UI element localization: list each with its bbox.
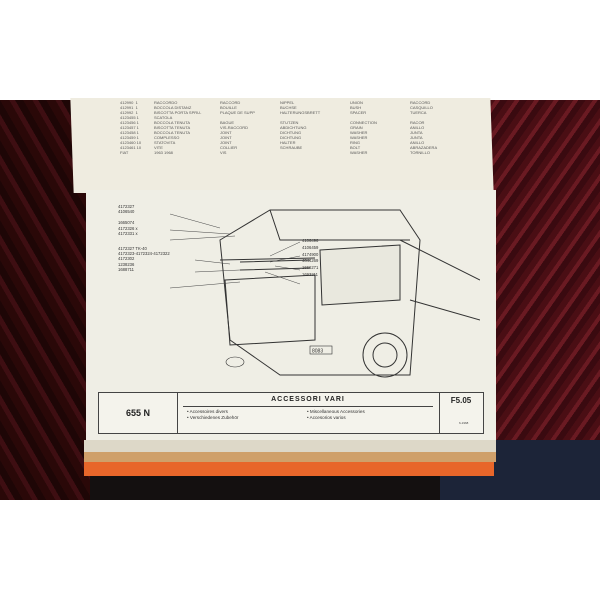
part-label: 4106540 [118,209,135,215]
part-label: 4172323-4172324-4172322 [118,251,170,257]
part-label: 4044269 [302,258,319,264]
part-labels-left: 4172327 4106540 1665074 4172326 x 417233… [118,204,170,272]
part-label: 1665074 [118,220,135,226]
issue-date: 6-1968 [459,421,469,425]
part-labels-right: 4106496 4106459 4174900 4044269 1666271 … [302,238,318,279]
translation: • Verschiedenes Zubehör [187,415,239,420]
parts-column-spanish: RACCORD CASQUILLO TUERCA RACOR ANILLO JU… [410,100,438,155]
page-code: F5.05 [450,396,472,405]
translations-left: • Accessoires divers • Verschiedenes Zub… [187,409,238,421]
section-title: ACCESSORI VARI [271,396,345,403]
translation: • Accesorios varios [307,415,346,420]
parts-list: 412990 1 412991 1 412992 1 4123455 1 412… [120,100,480,162]
part-label: 4172327 [118,204,135,209]
part-label: 4174900 [302,251,319,257]
section-title-cell: ACCESSORI VARI • Accessoires divers • Ve… [177,393,440,433]
parts-column-italian: RACCORDO BOCCOLA DISTANZ BISCOTTA PORTA … [154,100,202,155]
truck-cab-drawing: 8083 [169,209,480,378]
model-number: 655 N [99,393,178,433]
translations-right: • Miscellaneous Accessories • Accesorios… [307,409,365,421]
part-label: 4106459 [302,244,319,250]
title-block: 655 N ACCESSORI VARI • Accessoires diver… [98,392,484,434]
parts-column-german: NIPPEL BUCHSE HALTERUNGSBRETT STUTZEN AB… [280,100,321,150]
parts-column-french: RACCORD BOUILLE PLAQUE DE SUPP BAGUE VIS… [220,100,255,155]
page-code-cell: F5.05 6-1968 [439,393,483,433]
part-label: 4172327 TK-40 [118,246,147,252]
parts-column-codes: 412990 1 412991 1 412992 1 4123455 1 412… [120,100,142,155]
book-cover-edge [84,452,496,462]
translation: • Accessoires divers [187,409,228,414]
license-plate: 8083 [312,349,323,355]
part-label: 1693211 [302,271,318,277]
parts-column-english: UNION BUSH SPACER CONNECTION GRAIN WASHE… [350,100,377,155]
orange-cover-strip [84,462,494,476]
page-edges [84,440,496,452]
divider [183,406,433,407]
part-label: 1238236 [118,261,135,267]
part-label: 4106496 [302,238,319,243]
part-label: 1688711 [118,266,134,272]
part-label: 1666271 [302,265,319,271]
part-label: 4172326 x [118,225,138,231]
part-label: 4172331 x [118,230,138,236]
translation: • Miscellaneous Accessories [307,409,365,414]
part-label: 4172302 [118,256,135,262]
red-cloth-right [488,100,600,500]
